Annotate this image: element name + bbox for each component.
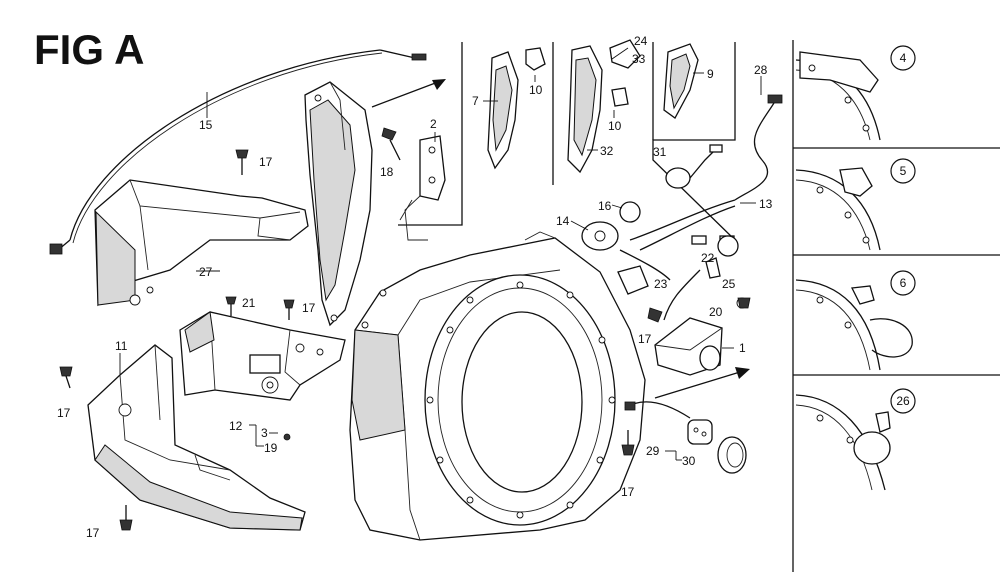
callout-9: 9	[707, 67, 714, 81]
variant-4-circle	[890, 45, 916, 71]
variant-4: 4	[900, 51, 907, 65]
callout-17-d: 17	[86, 526, 100, 540]
callout-13: 13	[759, 197, 773, 211]
callout-24: 24	[634, 34, 648, 48]
callout-19: 19	[264, 441, 278, 455]
variant-6: 6	[900, 276, 907, 290]
variant-6-circle	[890, 270, 916, 296]
cover-27	[94, 179, 309, 307]
variant-5: 5	[900, 164, 907, 178]
callout-18: 18	[380, 165, 394, 179]
direction-arrows	[371, 79, 750, 399]
callout-12: 12	[229, 419, 243, 433]
switch-bracket-2	[399, 135, 446, 241]
ignition-coil-1	[654, 297, 748, 376]
callout-10-top: 10	[529, 83, 543, 97]
bracket-assembly-12	[179, 311, 346, 401]
callout-22: 22	[701, 251, 715, 265]
callout-17-c: 17	[57, 406, 71, 420]
callout-32: 32	[600, 144, 614, 158]
variant-5-circle	[890, 158, 916, 184]
callout-1: 1	[739, 341, 746, 355]
callout-23: 23	[654, 277, 668, 291]
callout-29: 29	[646, 444, 660, 458]
variant-numbers: 4 5 6 26	[890, 45, 916, 414]
shroud-11	[87, 344, 306, 531]
parts-29-30	[624, 401, 747, 474]
fan-housing	[349, 231, 646, 541]
callout-3: 3	[261, 426, 268, 440]
callout-17-a: 17	[259, 155, 273, 169]
baffle-plate	[304, 81, 373, 327]
screws	[59, 127, 751, 531]
callout-27: 27	[199, 265, 213, 279]
variant-26-circle	[890, 388, 916, 414]
leader-lines	[119, 47, 762, 461]
callout-17-b: 17	[302, 301, 316, 315]
variant-panels	[793, 51, 1000, 491]
callout-labels: 1 2 3 7 9 10 10 11 12 13 14 15 16 17 17 …	[57, 34, 773, 540]
variant-26: 26	[896, 394, 910, 408]
callout-15: 15	[199, 118, 213, 132]
callout-33: 33	[632, 52, 646, 66]
callout-31: 31	[653, 145, 667, 159]
inset-frames	[398, 40, 794, 572]
callout-20: 20	[709, 305, 723, 319]
callout-17-f: 17	[621, 485, 635, 499]
inset-parts-top	[487, 39, 699, 174]
callout-28: 28	[754, 63, 768, 77]
callout-14: 14	[556, 214, 570, 228]
callout-30: 30	[682, 454, 696, 468]
throttle-cable	[49, 49, 427, 255]
figure-title: FIG A	[34, 26, 145, 73]
callout-16: 16	[598, 199, 612, 213]
callout-10-bottom: 10	[608, 119, 622, 133]
callout-17-e: 17	[638, 332, 652, 346]
callout-7: 7	[472, 94, 479, 108]
callout-2: 2	[430, 117, 437, 131]
wiring-harness	[581, 94, 783, 321]
callout-25: 25	[722, 277, 736, 291]
callout-11: 11	[115, 339, 128, 353]
callout-21: 21	[242, 296, 256, 310]
